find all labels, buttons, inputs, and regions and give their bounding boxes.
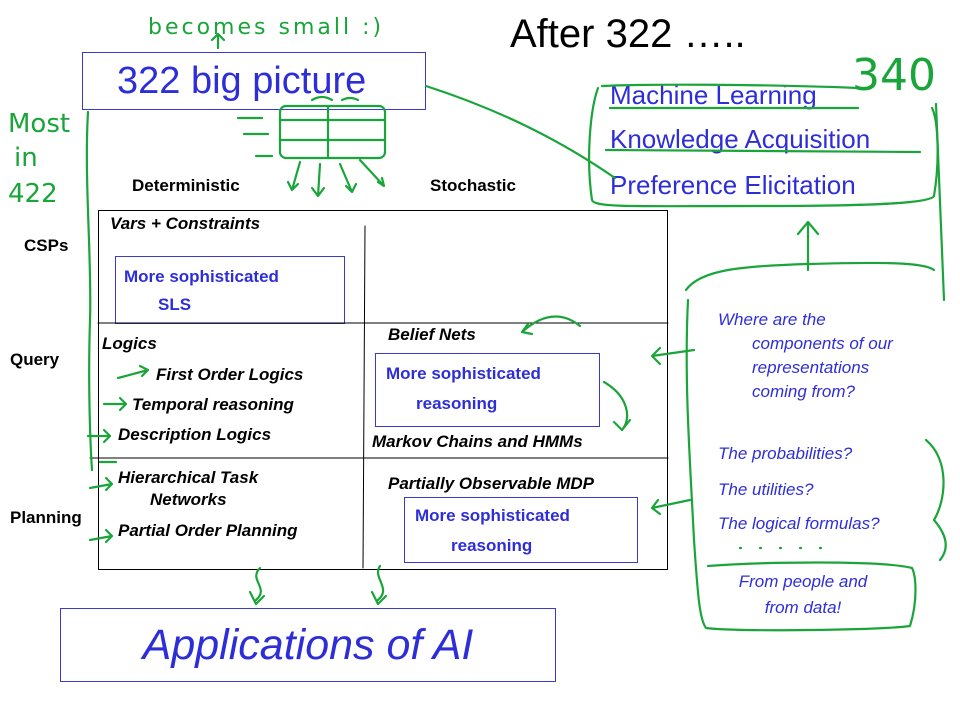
csps-sls-box: More sophisticated SLS [115,256,345,324]
question-line2: components of our [752,334,893,353]
question-probabilities: The probabilities? [718,444,853,463]
logic-item-first-order: First Order Logics [156,365,304,384]
question-line3: representations [752,358,870,377]
htn-title-line1: Hierarchical Task [118,468,259,487]
pomdp-box-line1: More sophisticated [415,506,570,525]
partial-order-planning: Partial Order Planning [118,521,298,540]
pomdp-title: Partially Observable MDP [388,474,594,493]
question-line1: Where are the [718,310,826,329]
question-line4: coming from? [752,382,855,401]
csps-box-line1: More sophisticated [124,267,279,286]
question-utilities: The utilities? [718,480,814,499]
markov-chains-label: Markov Chains and HMMs [372,432,583,451]
applications-of-ai-label: Applications of AI [60,608,556,682]
belief-nets-reasoning-box: More sophisticated reasoning [375,353,600,427]
htn-title-line2: Networks [150,490,227,509]
most-annotation: Most [8,109,70,139]
logic-item-description: Description Logics [118,425,272,444]
belief-box-line1: More sophisticated [386,364,541,383]
representation-grid [98,210,668,570]
logic-item-temporal: Temporal reasoning [132,395,294,414]
row-header-csps: CSPs [24,236,69,255]
belief-box-line2: reasoning [416,394,498,413]
mini-grid-sketch-icon [236,95,387,198]
logics-title: Logics [102,334,157,353]
pomdp-reasoning-box: More sophisticated reasoning [404,497,638,563]
slide-title: After 322 ….. [510,12,746,56]
row-header-query: Query [10,350,60,369]
belief-nets-title: Belief Nets [388,325,476,344]
pomdp-box-line2: reasoning [451,536,533,555]
row-header-planning: Planning [10,508,82,527]
in-annotation: in [14,143,38,173]
answer-line1: From people and [738,572,868,591]
big-picture-label: 322 big picture [82,52,426,110]
csps-title: Vars + Constraints [110,214,261,233]
topic-preference-elicitation: Preference Elicitation [610,170,856,200]
csps-box-line2: SLS [158,295,192,314]
topic-knowledge-acquisition: Knowledge Acquisition [610,124,871,154]
col-header-stochastic: Stochastic [430,176,516,195]
becomes-small-annotation: becomes small :) [148,15,384,40]
question-logical-formulas: The logical formulas? [718,514,880,533]
340-annotation: 340 [852,50,936,101]
answer-line2: from data! [764,598,842,617]
422-annotation: 422 [8,179,58,209]
col-header-deterministic: Deterministic [132,176,240,195]
